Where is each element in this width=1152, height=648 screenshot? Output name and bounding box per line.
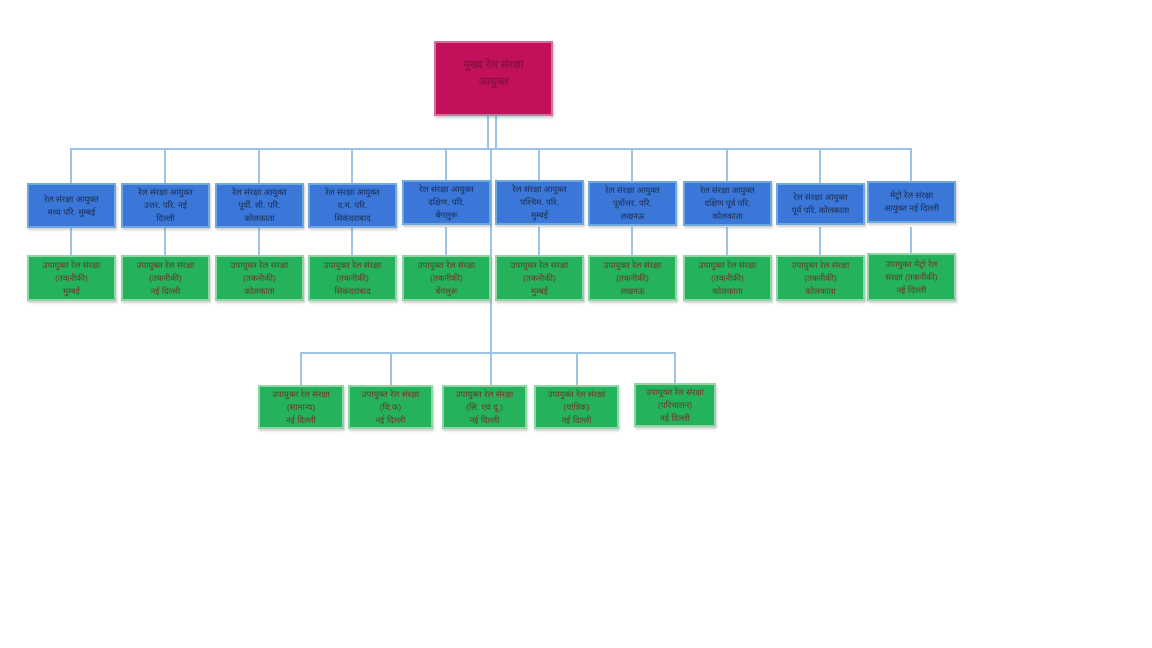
connector-line	[258, 148, 260, 185]
commissioner-box: रेल संरक्षा आयुक्त उत्तर. परि. नई दिल्ली	[121, 183, 210, 228]
connector-line	[631, 227, 633, 256]
connector-line	[300, 352, 676, 354]
deputy-box: उपायुक्त रेल संरक्षा (तकनीकी) नई दिल्ली	[121, 255, 210, 301]
connector-line	[538, 227, 540, 256]
commissioner-box: रेल संरक्षा आयुक्त पूर्वोत्तर. परि. लखनऊ	[588, 181, 677, 226]
commissioner-box: रेल संरक्षा आयुक्त पूर्व परि. कोलकाता	[776, 183, 865, 225]
deputy-box: उपायुक्त रेल संरक्षा (तकनीकी) सिकंदराबाद	[308, 255, 397, 301]
connector-line	[819, 227, 821, 256]
connector-line	[445, 227, 447, 256]
commissioner-box: रेल संरक्षा आयुक्त दक्षिण पूर्व परि. कोल…	[683, 181, 772, 226]
connector-line	[351, 148, 353, 185]
root-box: मुख्य रेल संरक्षा आयुक्त	[434, 41, 553, 116]
hq-deputy-box: उपायुक्त रेल संरक्षा (वि.क) नई दिल्ली	[348, 385, 433, 429]
connector-line	[351, 227, 353, 256]
deputy-box: उपायुक्त मेट्रो रेल संरक्षा (तकनीकी) नई …	[867, 253, 956, 301]
connector-line	[490, 148, 492, 386]
deputy-box: उपायुक्त रेल संरक्षा (तकनीकी) मुम्बई	[495, 255, 584, 301]
connector-line	[726, 227, 728, 256]
connector-line	[445, 148, 447, 185]
deputy-box: उपायुक्त रेल संरक्षा (तकनीकी) कोलकाता	[776, 255, 865, 301]
hq-deputy-box: उपायुक्त रेल संरक्षा (परिचालन) नई दिल्ली	[634, 383, 716, 427]
hq-deputy-box: उपायुक्त रेल संरक्षा (सि. एवं दू.) नई दि…	[442, 385, 527, 429]
connector-line	[70, 148, 72, 185]
commissioner-box: रेल संरक्षा आयुक्त पूर्वी. सी. परि. कोलक…	[215, 183, 304, 228]
connector-line	[258, 227, 260, 256]
deputy-box: उपायुक्त रेल संरक्षा (तकनीकी) बेंगलुरू	[402, 255, 491, 301]
connector-line	[538, 148, 540, 185]
connector-line	[487, 114, 489, 150]
commissioner-box: मेट्रो रेल संरक्षा आयुक्त नई दिल्ली	[867, 181, 956, 223]
connector-line	[300, 352, 302, 386]
connector-line	[164, 227, 166, 256]
connector-line	[495, 114, 497, 150]
connector-line	[910, 227, 912, 256]
deputy-box: उपायुक्त रेल संरक्षा (तकनीकी) कोलकाता	[215, 255, 304, 301]
commissioner-box: रेल संरक्षा आयुक्त मध्य परि. मुम्बई	[27, 183, 116, 228]
hq-deputy-box: उपायुक्त रेल संरक्षा (सामान्य) नई दिल्ली	[258, 385, 344, 429]
connector-line	[631, 148, 633, 185]
connector-line	[674, 352, 676, 386]
commissioner-box: रेल संरक्षा आयुक्त दक्षिण. परि. बेंगलुरू	[402, 180, 491, 225]
connector-line	[576, 352, 578, 386]
connector-line	[70, 227, 72, 256]
connector-line	[910, 148, 912, 185]
connector-line	[164, 148, 166, 185]
deputy-box: उपायुक्त रेल संरक्षा (तकनीकी) मुम्बई	[27, 255, 116, 301]
connector-line	[390, 352, 392, 386]
commissioner-box: रेल संरक्षा आयुक्त पश्चिम. परि. मुम्बई	[495, 180, 584, 225]
connector-line	[819, 148, 821, 185]
connector-line	[726, 148, 728, 185]
hq-deputy-box: उपायुक्त रेल संरक्षा (यांत्रिक) नई दिल्ल…	[534, 385, 619, 429]
deputy-box: उपायुक्त रेल संरक्षा (तकनीकी) लखनऊ	[588, 255, 677, 301]
deputy-box: उपायुक्त रेल संरक्षा (तकनीकी) कोलकाता	[683, 255, 772, 301]
commissioner-box: रेल संरक्षा आयुक्त द.म. परि. सिकंदराबाद	[308, 183, 397, 228]
